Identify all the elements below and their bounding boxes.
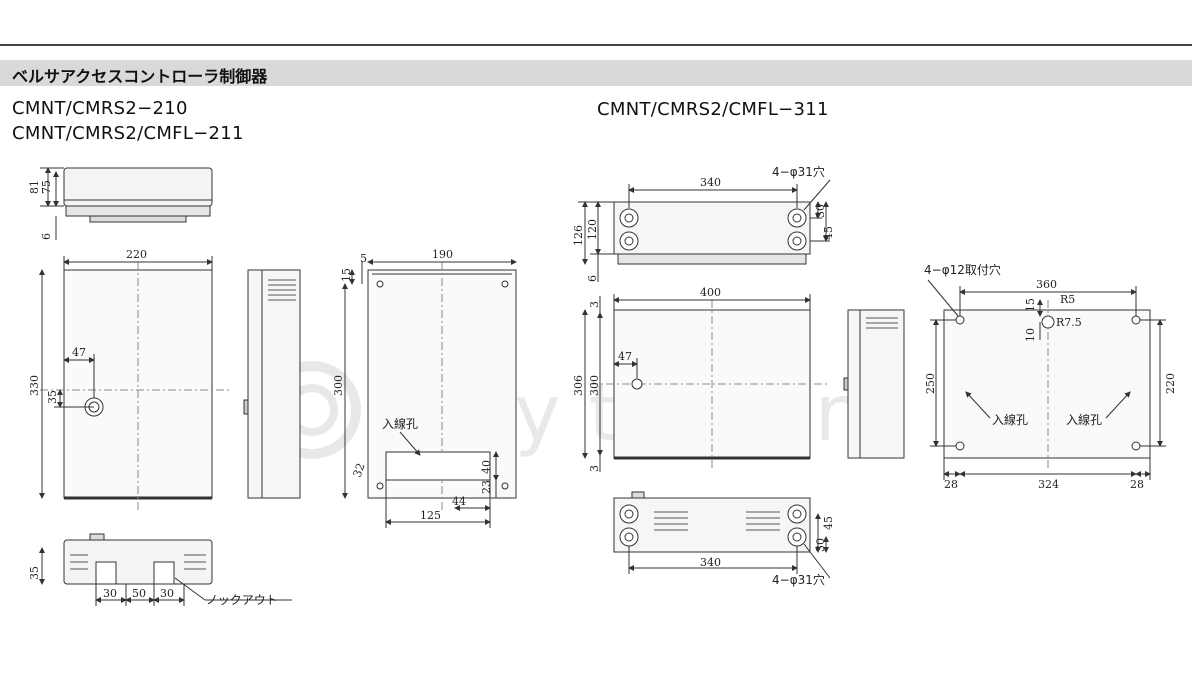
dim-220: 220 — [126, 248, 147, 261]
dim-r-30-top: 30 — [814, 204, 827, 218]
dim-r-6: 6 — [586, 275, 599, 282]
right-back-view — [927, 279, 1166, 480]
dim-r-300: 300 — [588, 375, 601, 396]
left-front-view — [39, 256, 230, 510]
dim-126: 126 — [572, 225, 585, 246]
right-bottom-view — [613, 491, 831, 579]
dim-bottom-30a: 30 — [103, 587, 117, 600]
left-interior-view — [342, 259, 517, 528]
dim-28b: 28 — [1130, 478, 1144, 491]
section-title: ベルサアクセスコントローラ制御器 — [12, 67, 268, 86]
dim-330: 330 — [28, 375, 41, 396]
dim-360: 360 — [1036, 278, 1057, 291]
dim-r-45-top: 45 — [822, 226, 835, 240]
section-header-band — [0, 60, 1192, 86]
dim-44: 44 — [452, 495, 466, 508]
dim-47: 47 — [72, 346, 86, 359]
dim-81: 81 — [28, 180, 41, 194]
dim-35: 35 — [46, 390, 59, 404]
dim-75: 75 — [40, 180, 53, 194]
dim-bottom-50: 50 — [132, 587, 146, 600]
dim-120: 120 — [586, 219, 599, 240]
dim-r-10: 10 — [1024, 328, 1037, 342]
left-top-view — [40, 167, 213, 240]
wire-hole-label-b: 入線孔 — [1066, 412, 1102, 427]
left-side-view — [243, 269, 301, 499]
dim-28a: 28 — [944, 478, 958, 491]
dim-bottom-35: 35 — [28, 566, 41, 580]
knockout-label: ノックアウト — [206, 593, 278, 607]
dim-r-340-top: 340 — [700, 176, 721, 189]
dim-R7-5: R7.5 — [1056, 316, 1082, 329]
dim-R5: R5 — [1060, 293, 1075, 306]
dim-300: 300 — [332, 375, 345, 396]
dim-15: 15 — [340, 268, 353, 282]
wire-hole-label: 入線孔 — [382, 416, 418, 431]
dim-400: 400 — [700, 286, 721, 299]
right-side-view — [843, 309, 905, 459]
dim-3b: 3 — [588, 465, 601, 472]
dim-r-45-bottom: 45 — [822, 516, 835, 530]
hole-label-top: 4−φ31穴 — [772, 164, 825, 179]
dim-r-47: 47 — [618, 350, 632, 363]
dim-5: 5 — [360, 252, 367, 265]
right-top-view — [578, 179, 831, 282]
dim-32: 32 — [351, 461, 368, 479]
right-model-line-1: CMNT/CMRS2/CMFL−311 — [597, 99, 829, 120]
dim-190: 190 — [432, 248, 453, 261]
dim-250: 250 — [924, 373, 937, 394]
dim-3a: 3 — [588, 301, 601, 308]
mount-hole-label: 4−φ12取付穴 — [924, 262, 1001, 277]
dim-bottom-30b: 30 — [160, 587, 174, 600]
top-rule — [0, 44, 1192, 46]
left-model-line-2: CMNT/CMRS2/CMFL−211 — [12, 123, 244, 144]
dim-125: 125 — [420, 509, 441, 522]
dim-23: 23 — [480, 480, 493, 494]
right-front-view — [582, 294, 830, 472]
hole-label-bottom: 4−φ31穴 — [772, 572, 825, 587]
left-model-line-1: CMNT/CMRS2−210 — [12, 98, 188, 119]
left-bottom-view — [39, 533, 292, 606]
dim-324: 324 — [1038, 478, 1059, 491]
dim-40: 40 — [480, 460, 493, 474]
dim-6: 6 — [40, 233, 53, 240]
dim-306: 306 — [572, 375, 585, 396]
dim-r-30-bottom: 30 — [814, 538, 827, 552]
dim-r-15: 15 — [1024, 298, 1037, 312]
dim-r-340-bottom: 340 — [700, 556, 721, 569]
wire-hole-label-a: 入線孔 — [992, 412, 1028, 427]
dim-r-220: 220 — [1164, 373, 1177, 394]
